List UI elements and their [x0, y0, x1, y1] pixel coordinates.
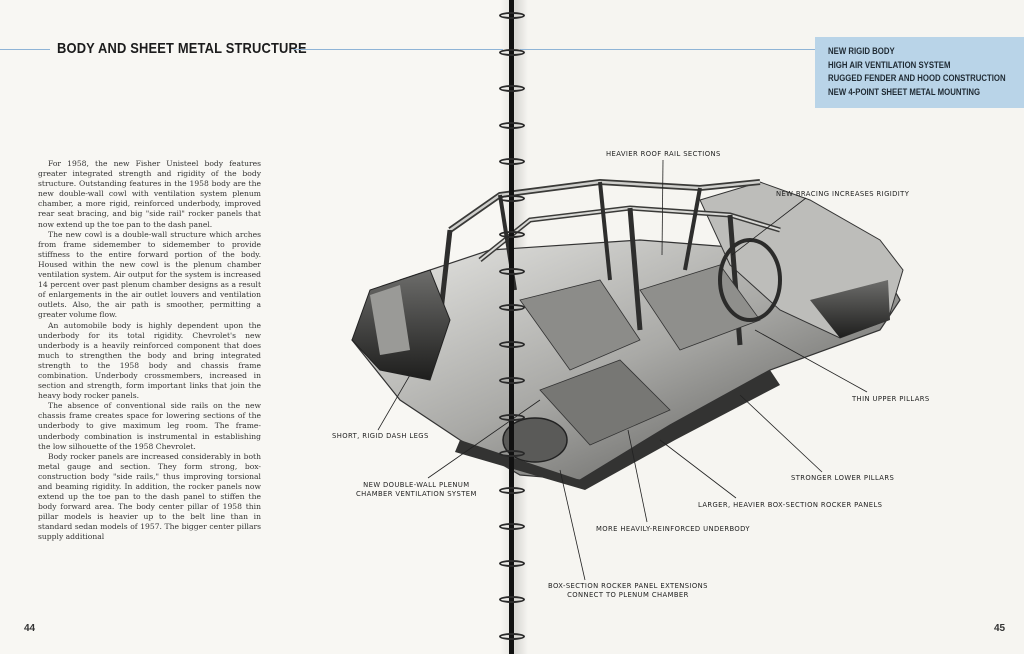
binding-ring [499, 560, 525, 567]
binding-ring [499, 268, 525, 275]
page-number-right: 45 [994, 623, 1006, 634]
paragraph: The new cowl is a double-wall structure … [38, 229, 261, 320]
paragraph: Body rocker panels are increased conside… [38, 451, 261, 542]
body-text: For 1958, the new Fisher Unisteel body f… [38, 159, 261, 543]
callout-plenum: NEW DOUBLE-WALL PLENUM CHAMBER VENTILATI… [356, 481, 477, 499]
highlight-item: RUGGED FENDER AND HOOD CONSTRUCTION [828, 73, 1006, 84]
callout-line: CONNECT TO PLENUM CHAMBER [567, 591, 689, 599]
callout-rocker-panels: LARGER, HEAVIER BOX-SECTION ROCKER PANEL… [698, 501, 883, 509]
binding-ring [499, 450, 525, 457]
callout-dash-legs: SHORT, RIGID DASH LEGS [332, 432, 429, 440]
page-number-left: 44 [24, 623, 36, 634]
binding-ring [499, 487, 525, 494]
binding-ring [499, 231, 525, 238]
binding-ring [499, 414, 525, 421]
title-rule-left [0, 49, 50, 50]
callout-upper-pillars: THIN UPPER PILLARS [852, 395, 930, 403]
callout-lower-pillars: STRONGER LOWER PILLARS [791, 474, 895, 482]
binding-ring [499, 12, 525, 19]
page-title: BODY AND SHEET METAL STRUCTURE [57, 40, 307, 57]
highlight-item: HIGH AIR VENTILATION SYSTEM [828, 59, 951, 71]
callout-rocker-extensions: BOX-SECTION ROCKER PANEL EXTENSIONS CONN… [548, 582, 708, 600]
binding-ring [499, 523, 525, 530]
binding-ring [499, 158, 525, 165]
binding-spine [509, 0, 514, 654]
binding-ring [499, 341, 525, 348]
binding-ring [499, 377, 525, 384]
title-rule-right [293, 49, 503, 50]
callout-line: NEW DOUBLE-WALL PLENUM [363, 481, 470, 489]
binding-ring [499, 633, 525, 640]
binding-ring [499, 195, 525, 202]
highlights-box: NEW RIGID BODY HIGH AIR VENTILATION SYST… [815, 37, 1024, 108]
callout-line: BOX-SECTION ROCKER PANEL EXTENSIONS [548, 582, 708, 590]
binding-ring [499, 85, 525, 92]
binding-ring [499, 596, 525, 603]
paragraph: An automobile body is highly dependent u… [38, 320, 261, 401]
highlight-item: NEW RIGID BODY [828, 46, 895, 57]
paragraph: For 1958, the new Fisher Unisteel body f… [38, 159, 261, 229]
binding-ring [499, 49, 525, 56]
header-rule-right [520, 49, 815, 50]
callout-bracing: NEW BRACING INCREASES RIGIDITY [776, 190, 910, 198]
callout-roof-rail: HEAVIER ROOF RAIL SECTIONS [606, 150, 721, 158]
highlight-item: NEW 4-POINT SHEET METAL MOUNTING [828, 86, 981, 98]
binding-ring [499, 304, 525, 311]
paragraph: The absence of conventional side rails o… [38, 401, 261, 451]
callout-underbody: MORE HEAVILY-REINFORCED UNDERBODY [596, 525, 750, 533]
binding-ring [499, 122, 525, 129]
callout-line: CHAMBER VENTILATION SYSTEM [356, 490, 477, 498]
